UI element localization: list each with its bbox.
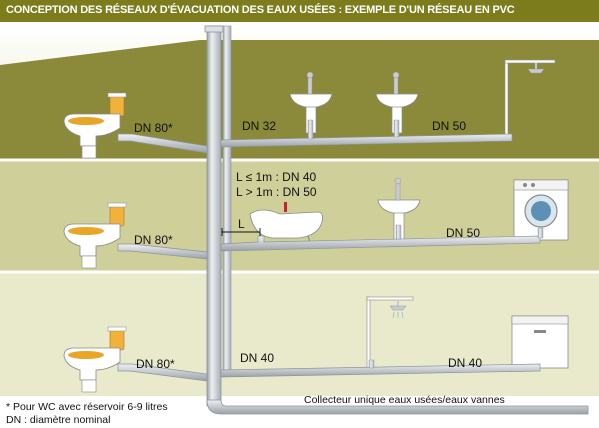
wc-icon [63,92,127,159]
stack-top-cap [204,25,224,33]
wc-icon [63,202,127,269]
basin-drop-2 [393,119,400,138]
branch-pipe-top [220,133,513,148]
basin-drop-1 [307,119,314,140]
label-wc-bottom: DN 80* [136,357,175,371]
main-stack [206,25,222,407]
shower-drop [368,359,375,369]
label-length: L [238,217,245,231]
wc-branch-bottom [117,363,208,382]
label-branch-bottom-1: DN 40 [240,351,274,365]
branch-pipe-bottom [220,363,541,378]
vent-pipe [222,25,232,372]
washer-drop [537,227,544,239]
header-bar: CONCEPTION DES RÉSEAUX D'ÉVACUATION DES … [0,0,599,22]
wc-icon [63,326,127,393]
wc-branch-top [117,133,208,154]
label-branch-bottom-2: DN 40 [448,356,482,370]
branch-pipe-middle [220,235,541,252]
label-rule-2: L > 1m : DN 50 [236,185,317,199]
label-rule-1: L ≤ 1m : DN 40 [236,170,316,184]
collector-pipe [206,399,589,415]
note-wc-tank: * Pour WC avec réservoir 6-9 litres [6,401,168,413]
label-wc-middle: DN 80* [134,233,173,247]
label-branch-top: DN 50 [432,119,466,133]
label-collector: Collecteur unique eaux usées/eaux vannes [304,394,505,406]
label-basin-top: DN 32 [242,119,276,133]
note-dn: DN : diamètre nominal [6,414,110,426]
dishwasher-icon [511,315,569,369]
label-branch-middle: DN 50 [446,226,480,240]
label-wc-top: DN 80* [134,121,173,135]
wc-branch-middle [117,243,208,260]
diagram-title: CONCEPTION DES RÉSEAUX D'ÉVACUATION DES … [6,4,515,16]
basin-drop-middle [395,224,402,240]
